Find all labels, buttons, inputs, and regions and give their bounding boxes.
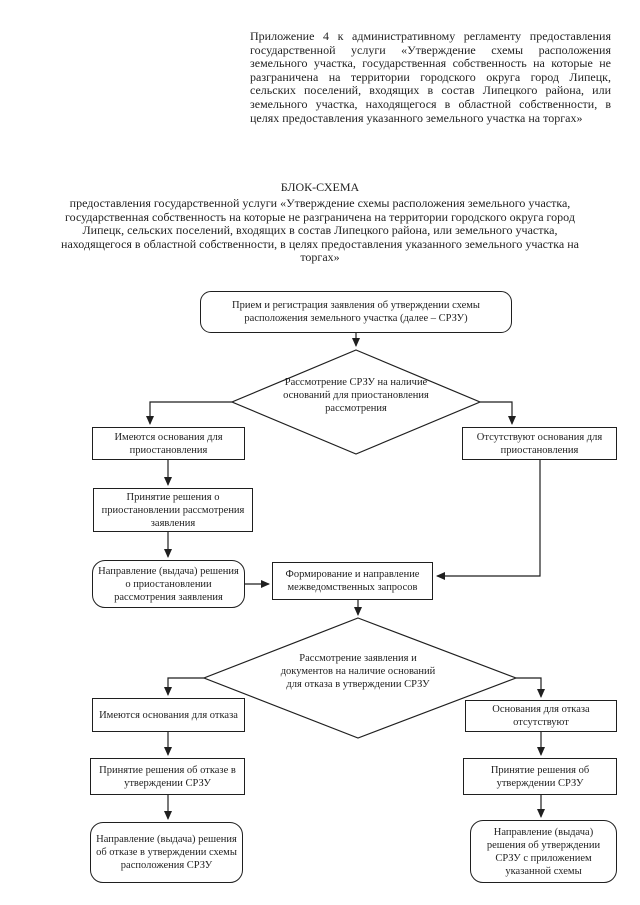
node-decision-2: Рассмотрение заявления и документов на н… — [280, 653, 436, 690]
node-send-suspend: Направление (выдача) решения о приостано… — [92, 560, 245, 608]
connector-decision1-to-suspend-yes — [146, 401, 232, 425]
connector-suspend-no-to-interagency — [436, 459, 541, 580]
connector-decision2-to-refuse-no — [516, 677, 545, 698]
node-refuse-yes: Имеются основания для отказа — [92, 698, 245, 732]
page-title: БЛОК-СХЕМА — [280, 180, 360, 194]
node-start: Прием и регистрация заявления об утвержд… — [200, 291, 512, 333]
decision-diamond-2 — [202, 617, 518, 739]
node-decide-approve: Принятие решения об утверждении СРЗУ — [463, 758, 617, 795]
node-send-refuse: Направление (выдача) решения об отказе в… — [90, 822, 243, 883]
node-decision-1: Рассмотрение СРЗУ на наличие оснований д… — [283, 377, 429, 414]
page-subtitle: предоставления государственной услуги «У… — [61, 196, 579, 265]
node-send-approve: Направление (выдача) решения об утвержде… — [470, 820, 617, 883]
node-decide-suspend: Принятие решения о приостановлении рассм… — [93, 488, 253, 532]
connector-decision1-to-suspend-no — [480, 401, 516, 425]
node-refuse-no: Основания для отказа отсутствуют — [465, 700, 617, 732]
connector-decision2-to-refuse-yes — [164, 677, 204, 696]
node-suspend-yes: Имеются основания для приостановления — [92, 427, 245, 460]
decision-diamond-1 — [230, 349, 482, 455]
node-decide-refuse: Принятие решения об отказе в утверждении… — [90, 758, 245, 795]
node-suspend-no: Отсутствуют основания для приостановлени… — [462, 427, 617, 460]
node-interagency: Формирование и направление межведомствен… — [272, 562, 433, 600]
header-note: Приложение 4 к административному регламе… — [250, 29, 611, 125]
